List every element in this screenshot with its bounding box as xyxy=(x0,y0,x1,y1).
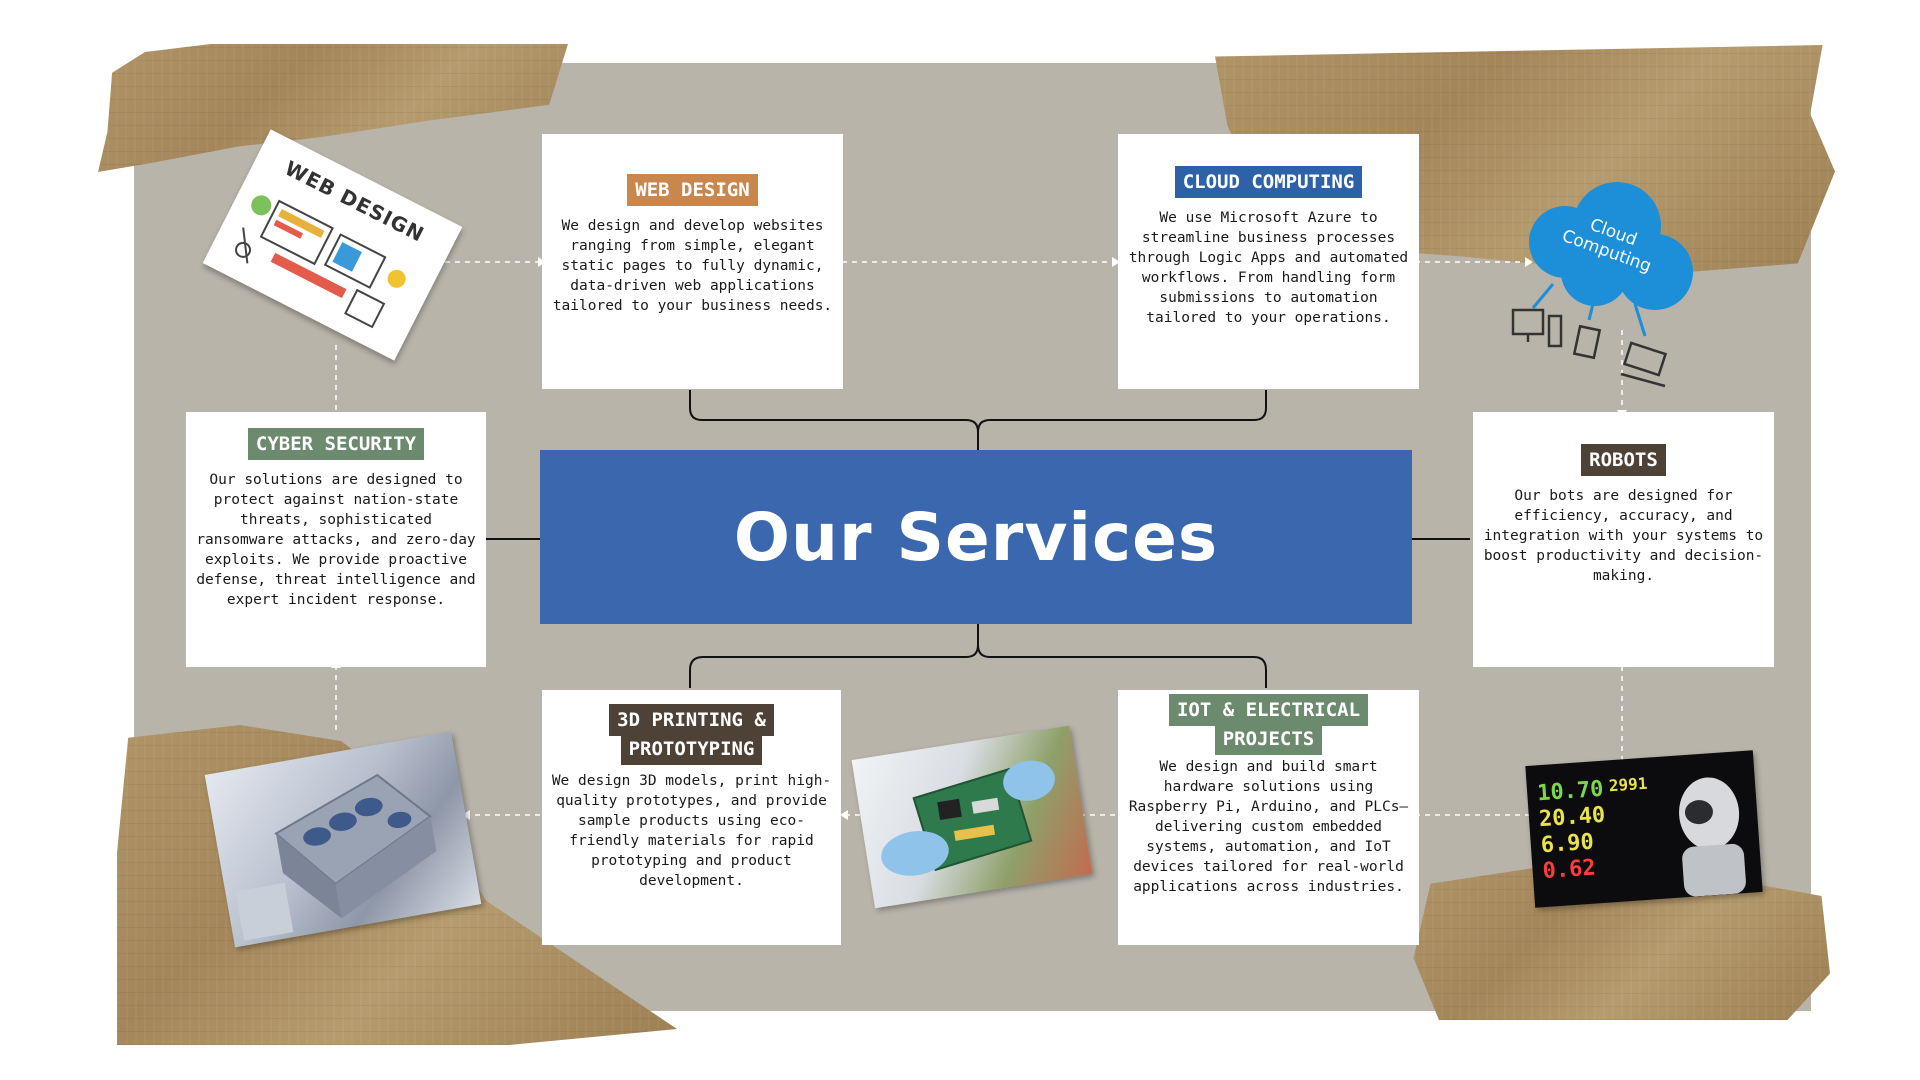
engine-block-shape xyxy=(235,773,437,941)
page-title: Our Services xyxy=(733,498,1219,576)
bracket-top xyxy=(689,390,1267,450)
cloud-computing-icon: Cloud Computing xyxy=(1505,180,1705,390)
iot-label-line1: IOT & ELECTRICAL xyxy=(1168,694,1369,726)
web-design-description: We design and develop websites ranging f… xyxy=(552,218,833,314)
robots-label: ROBOTS xyxy=(1581,444,1666,476)
robot-head-shape xyxy=(1679,777,1746,897)
circuit-board-shape xyxy=(881,760,1055,876)
web-design-label: WEB DESIGN xyxy=(627,174,758,206)
cyber-security-card: CYBER SECURITY Our solutions are designe… xyxy=(186,412,486,667)
3d-printing-label-line2: PROTOTYPING xyxy=(620,736,763,765)
cyber-security-label: CYBER SECURITY xyxy=(247,428,425,460)
3d-printing-label-line1: 3D PRINTING & xyxy=(609,704,774,736)
web-design-illustration-icon: WEB DESIGN xyxy=(202,129,463,361)
robots-description: Our bots are designed for efficiency, ac… xyxy=(1483,488,1764,584)
web-design-doodles xyxy=(235,195,406,329)
iot-description: We design and build smart hardware solut… xyxy=(1128,759,1409,895)
title-banner: Our Services xyxy=(540,450,1412,624)
iot-label-line2: PROJECTS xyxy=(1214,726,1323,755)
web-design-card: WEB DESIGN We design and develop website… xyxy=(542,134,843,389)
cloud-computing-card: CLOUD COMPUTING We use Microsoft Azure t… xyxy=(1118,134,1419,389)
cyber-security-description: Our solutions are designed to protect ag… xyxy=(196,472,476,608)
bracket-bottom xyxy=(689,624,1267,688)
cloud-shape xyxy=(1511,182,1693,388)
3d-printing-card: 3D PRINTING & PROTOTYPING We design 3D m… xyxy=(542,690,841,945)
3d-printed-engine-photo-icon xyxy=(204,731,482,948)
cloud-computing-label: CLOUD COMPUTING xyxy=(1174,166,1363,198)
robots-card: ROBOTS Our bots are designed for efficie… xyxy=(1473,412,1774,667)
cloud-computing-description: We use Microsoft Azure to streamline bus… xyxy=(1128,210,1409,326)
circuit-board-photo-icon xyxy=(851,725,1093,909)
3d-printing-description: We design 3D models, print high-quality … xyxy=(551,773,832,889)
robot-stock-ticker-photo-icon: 10.70 20.40 6.90 0.62 2991 xyxy=(1525,750,1763,908)
iot-card: IOT & ELECTRICAL PROJECTS We design and … xyxy=(1118,690,1419,945)
